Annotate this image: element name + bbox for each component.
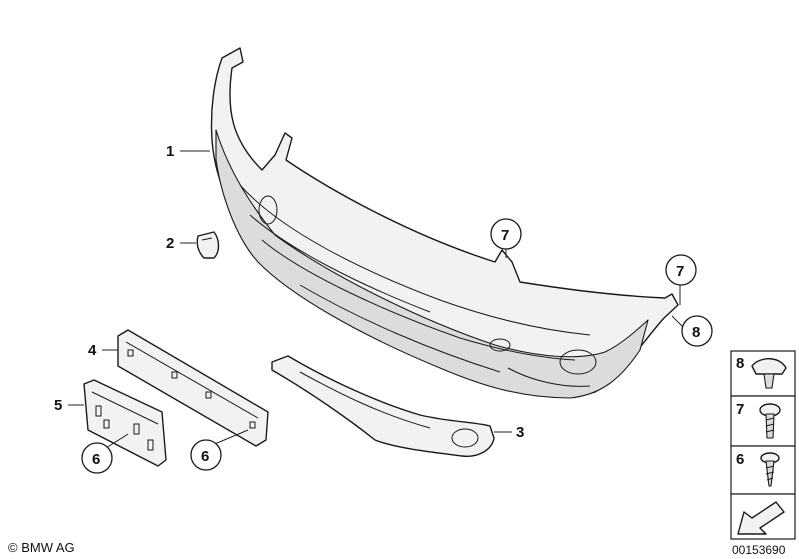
- callouts: 1 2 3 4 5 6 6 7 7 8: [54, 143, 713, 474]
- callout-6-left: 6: [92, 451, 100, 468]
- cover-cap-part[interactable]: [196, 231, 220, 259]
- copyright-text: © BMW AG: [8, 540, 75, 555]
- callout-8: 8: [692, 324, 700, 341]
- callout-8-circle: [681, 315, 713, 347]
- license-plate-base-part[interactable]: [117, 329, 269, 447]
- clip-icon: [751, 358, 787, 389]
- callout-3: 3: [516, 424, 524, 441]
- bolt-icon: [759, 403, 781, 439]
- callout-7-circle: [490, 218, 522, 250]
- callout-7-center: 7: [501, 227, 509, 244]
- lower-trim-part[interactable]: [271, 355, 495, 457]
- callout-6-circle: [190, 439, 222, 471]
- bumper-cover-part[interactable]: [210, 47, 679, 399]
- callout-7-circle: [665, 254, 697, 286]
- callout-6-circle: [81, 442, 113, 474]
- callout-4: 4: [88, 342, 97, 359]
- legend-box-7[interactable]: [730, 395, 796, 447]
- fastener-legend: 8 7 6: [730, 350, 796, 540]
- callout-5: 5: [54, 397, 62, 414]
- callout-2: 2: [166, 235, 174, 252]
- license-plate-bracket-part[interactable]: [83, 379, 167, 467]
- direction-arrow-icon: [737, 501, 785, 535]
- legend-label-7: 7: [736, 401, 744, 418]
- callout-7-right: 7: [676, 263, 684, 280]
- callout-6-right: 6: [201, 448, 209, 465]
- legend-label-6: 6: [736, 451, 744, 468]
- screw-icon: [760, 452, 780, 487]
- callout-1: 1: [166, 143, 174, 160]
- legend-box-6[interactable]: [730, 445, 796, 495]
- diagram-number: 00153690: [732, 543, 786, 557]
- legend-label-8: 8: [736, 355, 744, 372]
